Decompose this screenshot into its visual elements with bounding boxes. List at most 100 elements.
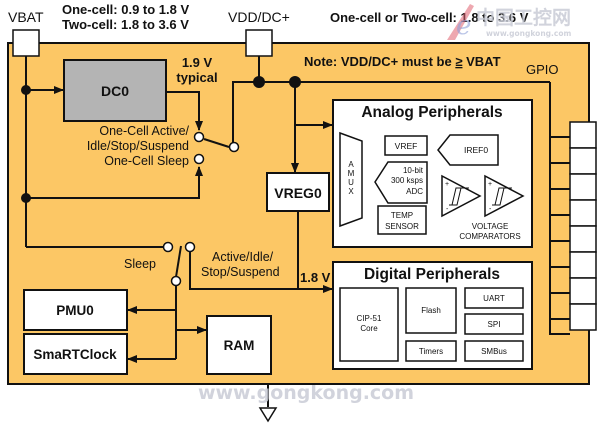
cip51-core-block[interactable] xyxy=(339,287,399,362)
spi-label: SPI xyxy=(488,320,501,329)
switch1-label-line1: One-Cell Active/ xyxy=(99,124,189,138)
dc0-voltage-note: typical xyxy=(176,70,217,85)
uart-label: UART xyxy=(483,294,505,303)
switch1-contact-sleep xyxy=(193,153,205,165)
switch1-label-sleep: One-Cell Sleep xyxy=(104,154,189,168)
core-label-line2: Core xyxy=(360,324,378,333)
switch2-label-active-line2: Stop/Suspend xyxy=(201,265,280,279)
vreg0-label: VREG0 xyxy=(274,185,322,201)
switch2-label-active-line1: Active/Idle/ xyxy=(212,250,274,264)
gpio-stubs xyxy=(550,136,570,320)
ram-block[interactable] xyxy=(206,315,272,375)
switch1[interactable] xyxy=(193,131,240,165)
gpio-pin[interactable] xyxy=(569,147,597,175)
wires xyxy=(25,56,570,407)
vbat-pin-label: VBAT xyxy=(8,9,44,25)
junction-vdd-vreg xyxy=(289,76,301,88)
switch2-contact-sleep xyxy=(162,241,174,253)
vreg0-block[interactable] xyxy=(266,172,330,212)
analog-title: Analog Peripherals xyxy=(361,104,502,121)
amux-letter-m: M xyxy=(348,169,355,178)
switch1-common xyxy=(228,141,240,153)
watermark-logo-e: e xyxy=(456,11,471,41)
switch2-common xyxy=(170,275,182,287)
note-text: Note: VDD/DC+ must be ≥ VBAT xyxy=(304,54,501,69)
comparator-2[interactable]: + - xyxy=(484,174,525,218)
timers-block[interactable] xyxy=(405,340,457,362)
smartclock-block[interactable] xyxy=(23,333,128,375)
core-label-line1: CIP-51 xyxy=(357,314,382,323)
switch2[interactable] xyxy=(162,241,196,287)
switch1-label-line2: Idle/Stop/Suspend xyxy=(87,139,189,153)
junction-vbat-sleep xyxy=(21,193,31,203)
gpio-pins xyxy=(569,121,597,331)
gpio-pin[interactable] xyxy=(569,173,597,201)
comparator-2-plus: + xyxy=(488,181,492,188)
vdd-pin[interactable] xyxy=(245,29,273,57)
junction-vbat-dc0 xyxy=(21,85,31,95)
smartclock-label: SmaRTClock xyxy=(33,347,117,362)
vdd-pin-label: VDD/DC+ xyxy=(228,9,290,25)
iref0-label: IREF0 xyxy=(464,145,488,155)
uart-block[interactable] xyxy=(464,287,524,309)
comparator-2-minus: - xyxy=(489,206,492,213)
temp-sensor-line1: TEMP xyxy=(391,211,413,220)
amux-letter-u: U xyxy=(348,178,354,187)
gpio-pin[interactable] xyxy=(569,225,597,253)
dc0-label: DC0 xyxy=(101,83,129,99)
pmu0-label: PMU0 xyxy=(56,303,94,318)
gpio-label: GPIO xyxy=(526,62,559,77)
adc-label-line2: 300 ksps xyxy=(391,176,423,185)
iref0-block[interactable] xyxy=(437,134,499,166)
watermark-url-top: www.gongkong.com xyxy=(486,29,571,38)
watermark-cn: 中国工控网 xyxy=(476,6,571,29)
comparator-1[interactable]: + - xyxy=(441,174,482,218)
hysteresis-icon xyxy=(449,187,469,206)
watermark-logo-icon xyxy=(447,4,474,40)
spi-block[interactable] xyxy=(464,313,524,335)
gpio-pin[interactable] xyxy=(569,303,597,331)
dc0-block[interactable] xyxy=(63,59,167,122)
rail-voltage-label: 1.8 V xyxy=(300,270,331,285)
watermark-logo: e 中国工控网 www.gongkong.com xyxy=(447,4,571,41)
switch2-label-sleep: Sleep xyxy=(124,257,156,271)
amux-letter-a: A xyxy=(348,160,354,169)
amux-letter-x: X xyxy=(348,187,354,196)
timers-label: Timers xyxy=(419,347,443,356)
comparators-label-line2: COMPARATORS xyxy=(459,232,520,241)
smbus-label: SMBus xyxy=(481,347,507,356)
smbus-block[interactable] xyxy=(464,340,524,362)
pmu0-block[interactable] xyxy=(23,289,128,331)
junction-vdd xyxy=(253,76,265,88)
adc-label-line1: 10-bit xyxy=(403,166,424,175)
vbat-range-one-cell: One-cell: 0.9 to 1.8 V xyxy=(62,2,189,17)
vref-label: VREF xyxy=(395,141,418,151)
vbat-range-two-cell: Two-cell: 1.8 to 3.6 V xyxy=(62,17,189,32)
gpio-pin[interactable] xyxy=(569,251,597,279)
analog-peripherals-box xyxy=(332,99,533,248)
vdd-range: One-cell or Two-cell: 1.8 to 3.6 V xyxy=(330,10,529,25)
analog-peripherals[interactable]: Analog Peripherals A M U X VREF IREF0 10… xyxy=(332,99,533,248)
gpio-pin[interactable] xyxy=(569,199,597,227)
flash-label: Flash xyxy=(421,306,441,315)
vbat-pin[interactable] xyxy=(12,29,40,57)
temp-sensor-line2: SENSOR xyxy=(385,222,419,231)
vref-block[interactable] xyxy=(384,135,428,156)
ground-icon xyxy=(258,407,278,423)
hysteresis-icon xyxy=(492,187,512,206)
comparator-1-plus: + xyxy=(445,181,449,188)
comparators-label-line1: VOLTAGE xyxy=(472,222,509,231)
ram-label: RAM xyxy=(224,338,255,353)
dc0-voltage: 1.9 V xyxy=(182,55,213,70)
adc-block[interactable] xyxy=(374,161,428,204)
digital-peripherals[interactable]: Digital Peripherals CIP-51 Core Flash Ti… xyxy=(332,261,533,370)
gpio-pin[interactable] xyxy=(569,121,597,149)
amux[interactable] xyxy=(339,131,363,228)
comparator-1-minus: - xyxy=(446,206,449,213)
flash-block[interactable] xyxy=(405,287,457,334)
gpio-pin[interactable] xyxy=(569,277,597,305)
temp-sensor-block[interactable] xyxy=(377,205,427,235)
adc-label-line3: ADC xyxy=(406,187,423,196)
switch1-contact-active xyxy=(193,131,205,143)
